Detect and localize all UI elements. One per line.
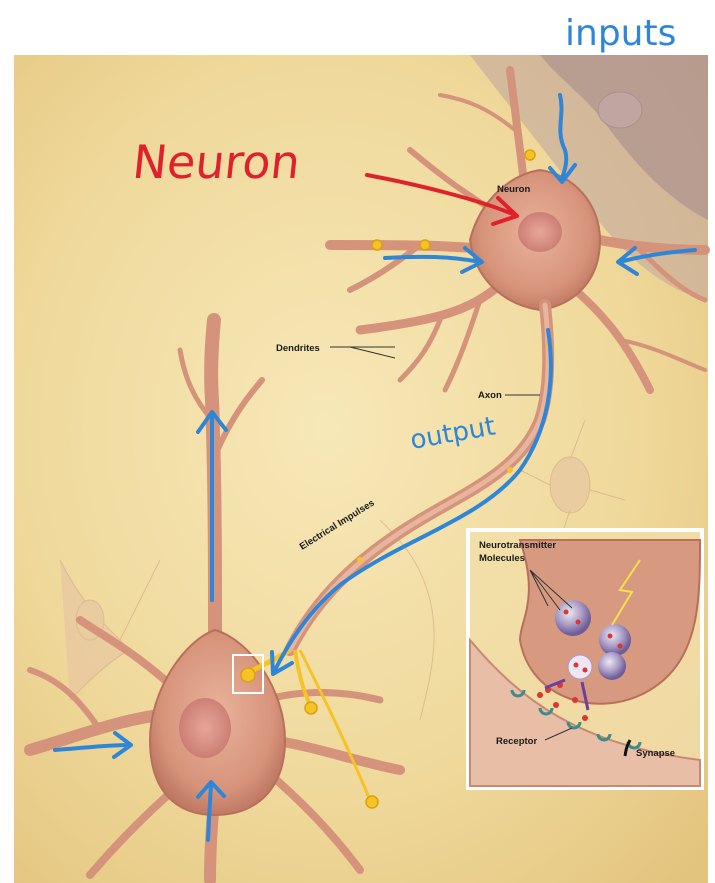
nt-dot-8: [537, 692, 543, 698]
top-dendrite-lower-left: [355, 280, 505, 335]
top-input-bouton-2: [419, 239, 431, 251]
axon-label: Axon: [478, 390, 502, 401]
bottom-input-bottom: [196, 780, 226, 842]
bottom-dendrite-apical-branch: [210, 377, 265, 463]
synapse-highlight-box: [232, 654, 264, 694]
bottom-nucleus: [179, 698, 231, 758]
dendrites-leader: [330, 346, 396, 359]
nt-dot-9: [572, 697, 578, 703]
input-arrow-left: [383, 246, 484, 274]
vesicle-3: [598, 652, 626, 680]
vesicle-4: [567, 654, 593, 680]
handwritten-inputs: inputs: [565, 13, 676, 54]
receptor-4: [596, 733, 612, 742]
terminal-bouton-1: [240, 667, 256, 683]
input-arrow-top: [548, 93, 577, 184]
top-dendrite-lower-right: [571, 286, 654, 394]
inset-molecule-leaders: [529, 569, 573, 611]
receptor-2: [538, 707, 554, 716]
top-dendrite-left-branch: [347, 242, 423, 293]
input-arrow-right: [616, 246, 697, 276]
axon-highlight: [287, 302, 551, 653]
inset-arrow-left: [544, 678, 566, 690]
nt-dot-6: [582, 667, 588, 673]
receptor-label: Receptor: [496, 736, 537, 747]
top-input-bouton-1: [371, 239, 383, 251]
background-neurons: [59, 91, 643, 721]
output-path-arrow: [270, 328, 553, 676]
impulse-dot-3: [357, 557, 363, 563]
receptor-leader: [544, 727, 573, 741]
top-dendrite-upper-branch: [438, 93, 517, 132]
nt-dot-1: [563, 609, 569, 615]
top-dendrite-lower-right-branch: [618, 338, 707, 372]
bottom-output-arrow: [196, 410, 228, 602]
neurotransmitter-dots: [537, 609, 623, 721]
vesicle-2: [599, 624, 631, 656]
nt-dot-12: [553, 702, 559, 708]
red-pointer-arrow: [365, 173, 519, 226]
handwritten-neuron: Neuron: [130, 135, 303, 189]
synapse-inset: Neurotransmitter Molecules Receptor Syna…: [466, 528, 704, 790]
bottom-input-left: [53, 731, 133, 759]
top-dendrite-lower-branch2: [442, 297, 483, 393]
impulse-dot-2: [507, 467, 513, 473]
inset-arrow-down: [580, 681, 590, 711]
bottom-dendrite-left-branch: [27, 667, 103, 733]
neuron-label: Neuron: [497, 184, 530, 195]
synapse-bracket: [623, 739, 632, 757]
bottom-dendrite-apical-branch2: [177, 347, 215, 423]
top-nucleus: [518, 212, 562, 252]
terminal-bouton-2: [304, 701, 318, 715]
tissue-shade: [540, 55, 708, 220]
terminal-bouton-3: [365, 795, 379, 809]
axon-terminals: [240, 149, 536, 809]
terminal-branch-2: [293, 649, 312, 706]
nt-dot-5: [573, 662, 579, 668]
dendrites-label: Dendrites: [276, 343, 320, 354]
top-input-bouton-3: [524, 149, 536, 161]
terminal-branch-3: [298, 649, 372, 801]
neurotransmitter-label: Neurotransmitter: [479, 540, 556, 551]
top-dendrite-lower-branch1: [397, 317, 443, 383]
nt-dot-4: [617, 643, 623, 649]
inset-impulse: [611, 559, 641, 626]
nt-dot-3: [607, 633, 613, 639]
receptor-1: [510, 689, 526, 698]
receptor-3: [566, 721, 582, 730]
nt-dot-2: [575, 619, 581, 625]
bottom-dendrite-left-upper: [76, 616, 169, 684]
blue-annotation-arrows: [53, 93, 697, 842]
inset-terminal: [518, 539, 702, 705]
nt-dot-11: [582, 715, 588, 721]
synapse-label: Synapse: [636, 748, 675, 759]
vesicle-1: [555, 600, 591, 636]
molecules-label: Molecules: [479, 553, 525, 564]
